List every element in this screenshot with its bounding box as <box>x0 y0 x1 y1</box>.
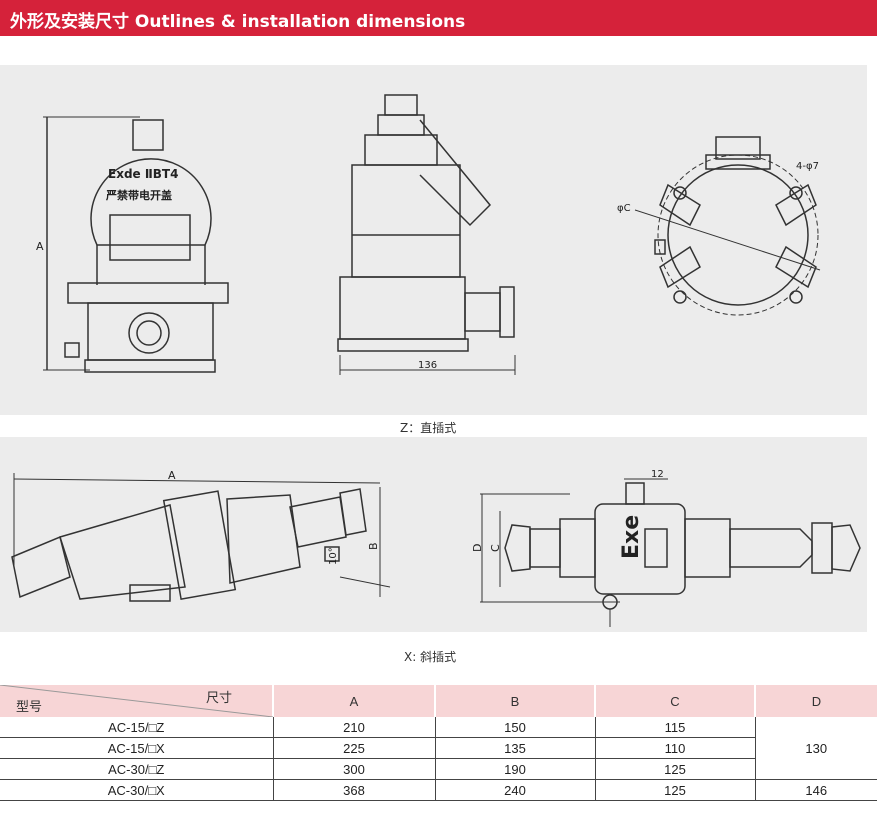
cell-a: 225 <box>273 737 436 759</box>
caption-z: Z：直插式 <box>400 421 457 435</box>
cell-model: AC-15/□Z <box>0 717 274 738</box>
drawing-z-svg: Exde ⅡBT4 严禁带电开盖 A 136 φC 4-φ7 <box>36 94 821 375</box>
header-model-label: 型号 <box>16 699 43 714</box>
section-title: 外形及安装尺寸 Outlines & installation dimensio… <box>10 12 466 32</box>
header-col-b: B <box>435 685 596 717</box>
cell-b: 240 <box>435 779 596 801</box>
cell-a: 210 <box>273 717 436 738</box>
cell-a: 368 <box>273 779 436 801</box>
cell-model: AC-30/□X <box>0 779 274 801</box>
cell-model: AC-15/□X <box>0 737 274 759</box>
dim-136-label: 136 <box>418 360 437 371</box>
x-dim-d-label: D <box>471 544 484 552</box>
x-dim-c-label: C <box>489 544 502 552</box>
header-size-label: 尺寸 <box>205 690 232 705</box>
x-dim-b-label: B <box>367 542 380 550</box>
drawing-panel-z: Exde ⅡBT4 严禁带电开盖 A 136 φC 4-φ7 <box>0 65 867 415</box>
cell-a: 300 <box>273 758 436 780</box>
table-row: AC-15/□Z 210 150 115 130 <box>0 717 877 780</box>
x-dim-a-label: A <box>168 469 176 482</box>
cell-c: 125 <box>595 779 756 801</box>
table-row: AC-30/□Z 300 190 125 <box>0 758 877 780</box>
header-col-d: D <box>755 685 877 717</box>
drawing-panel-x: A B 10° 12 D C Exe <box>0 437 867 632</box>
cell-d-group-1: 130 <box>755 717 877 780</box>
caption-x: X: 斜插式 <box>404 650 457 664</box>
table-row: AC-15/□X 225 135 110 <box>0 737 877 759</box>
x-dim-angle-label: 10° <box>328 547 339 565</box>
header-col-c: C <box>595 685 756 717</box>
front-marking-1: Exde ⅡBT4 <box>108 167 178 181</box>
front-marking-2: 严禁带电开盖 <box>105 188 172 202</box>
cell-c: 125 <box>595 758 756 780</box>
cell-c: 115 <box>595 717 756 738</box>
cell-b: 135 <box>435 737 596 759</box>
header-col-a: A <box>273 685 436 717</box>
dim-phi-c-label: φC <box>617 203 631 214</box>
cell-b: 150 <box>435 717 596 738</box>
dim-holes-label: 4-φ7 <box>796 161 819 172</box>
header-corner-cell: 尺寸 型号 <box>0 685 274 717</box>
table-row: AC-30/□X 368 240 125 146 <box>0 779 877 801</box>
x-dim-12-label: 12 <box>651 469 664 480</box>
dimension-table: 尺寸 型号 A B C D AC-15/□Z 210 150 115 130 A… <box>0 685 877 801</box>
cell-b: 190 <box>435 758 596 780</box>
x-body-text: Exe <box>619 515 644 559</box>
drawing-x-svg: A B 10° 12 D C Exe <box>11 469 861 627</box>
table-header-row: 尺寸 型号 A B C D <box>0 685 877 717</box>
cell-d-group-2: 146 <box>755 779 877 801</box>
cell-c: 110 <box>595 737 756 759</box>
dim-a-label: A <box>36 240 44 253</box>
section-header: 外形及安装尺寸 Outlines & installation dimensio… <box>0 0 877 36</box>
cell-model: AC-30/□Z <box>0 758 274 780</box>
